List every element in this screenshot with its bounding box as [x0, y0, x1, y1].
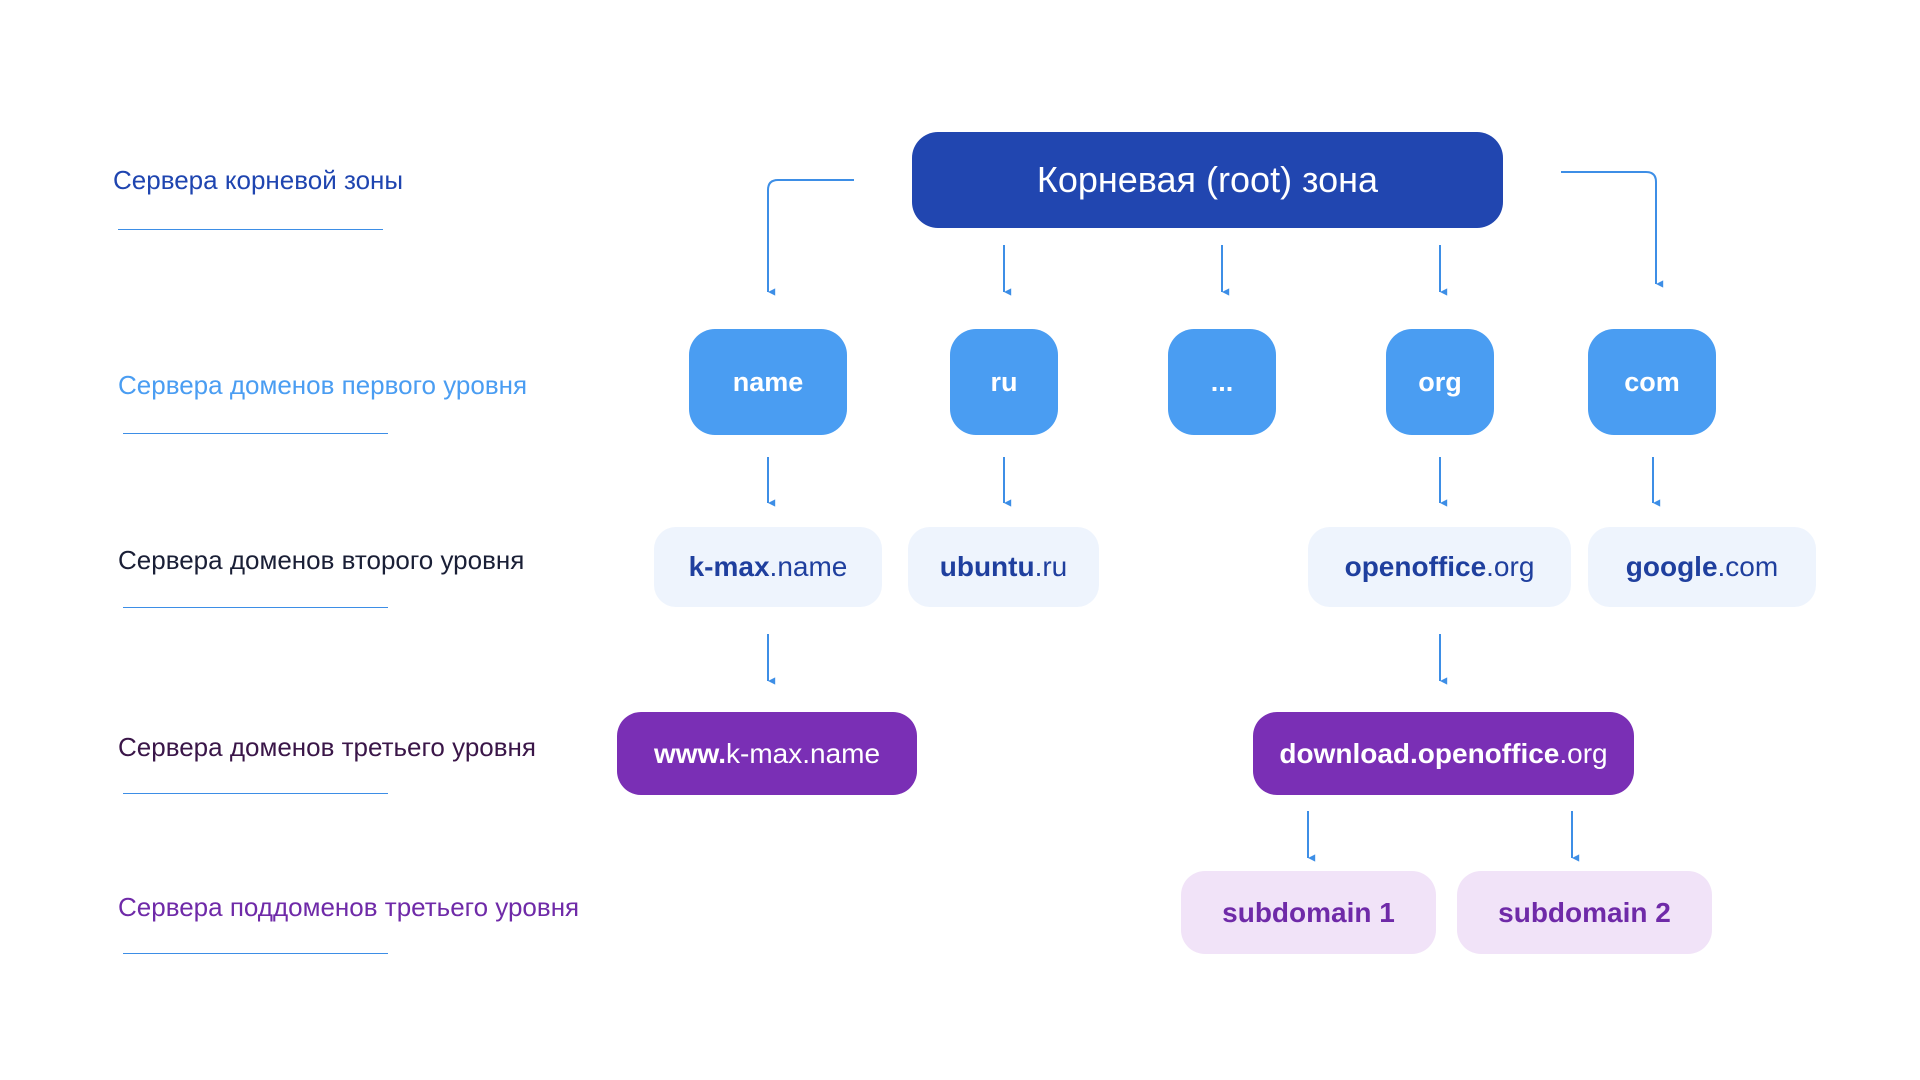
sld-name-bold: k-max: [688, 551, 770, 582]
root-zone-node: Корневая (root) зона: [912, 132, 1503, 228]
sld-name-bold: openoffice: [1344, 551, 1487, 582]
sld-node-ubuntu: ubuntu.ru: [908, 527, 1099, 607]
tld-label: org: [1418, 366, 1462, 397]
level-label-sub: Сервера поддоменов третьего уровня: [118, 892, 580, 922]
third-name-bold: download.openoffice: [1279, 737, 1560, 769]
tld-node-com: com: [1588, 329, 1716, 435]
tld-node-ellipsis: ...: [1168, 329, 1276, 435]
third-name-rest: k-max.name: [726, 737, 881, 769]
sld-node-google: google.com: [1588, 527, 1816, 607]
sld-name-bold: ubuntu: [939, 551, 1035, 582]
third-name-rest: .org: [1559, 737, 1608, 769]
sld-node-kmax: k-max.name: [654, 527, 882, 607]
tld-label: name: [732, 366, 804, 397]
level-underline-third: [123, 793, 388, 794]
sld-node-openoffice: openoffice.org: [1308, 527, 1571, 607]
tld-node-ru: ru: [950, 329, 1058, 435]
tld-label: ru: [990, 366, 1018, 397]
third-name-bold: www.: [653, 737, 727, 769]
level-underline-tld: [123, 433, 388, 434]
level-label-sld: Сервера доменов второго уровня: [118, 545, 525, 575]
sld-name-rest: .org: [1486, 551, 1535, 582]
arrow-root-to-com: [1561, 171, 1664, 288]
level-label-third: Сервера доменов третьего уровня: [118, 732, 536, 762]
tld-node-org: org: [1386, 329, 1494, 435]
sld-name-bold: google: [1625, 551, 1718, 582]
level-label-tld: Сервера доменов первого уровня: [118, 370, 528, 400]
tld-node-name: name: [689, 329, 847, 435]
level-underline-sld: [123, 607, 388, 608]
tld-label: ...: [1210, 366, 1234, 397]
arrow-root-to-name: [767, 179, 854, 296]
sld-name-rest: .name: [769, 551, 848, 582]
third-node-download: download.openoffice.org: [1253, 712, 1634, 795]
root-zone-label: Корневая (root) зона: [1036, 159, 1379, 200]
subdomain-label: subdomain 2: [1498, 896, 1671, 928]
tld-label: com: [1624, 366, 1680, 397]
level-underline-sub: [123, 953, 388, 954]
subdomain-label: subdomain 1: [1222, 896, 1395, 928]
sld-name-rest: .ru: [1034, 551, 1068, 582]
subdomain-node-2: subdomain 2: [1457, 871, 1712, 954]
sld-name-rest: .com: [1717, 551, 1779, 582]
third-node-www: www.k-max.name: [617, 712, 917, 795]
level-label-root: Сервера корневой зоны: [113, 165, 404, 195]
level-underline-root: [118, 229, 383, 230]
subdomain-node-1: subdomain 1: [1181, 871, 1436, 954]
